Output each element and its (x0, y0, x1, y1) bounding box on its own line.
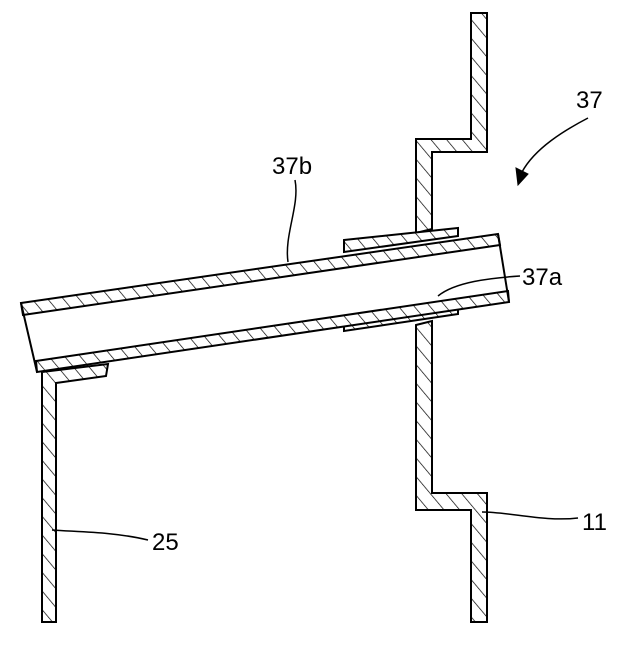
label-25: 25 (152, 529, 179, 556)
leader-11 (482, 512, 578, 519)
label-11: 11 (582, 509, 607, 536)
leader-37-arrow (522, 118, 588, 172)
left-wall (42, 364, 108, 622)
label-37a: 37a (522, 264, 563, 291)
right-wall-lower (416, 321, 487, 622)
label-37: 37 (576, 87, 603, 114)
arrow-head-icon (516, 168, 528, 185)
leader-37b (287, 180, 296, 262)
leader-25 (52, 530, 148, 540)
right-wall-upper (416, 13, 487, 233)
label-37b: 37b (272, 153, 312, 180)
